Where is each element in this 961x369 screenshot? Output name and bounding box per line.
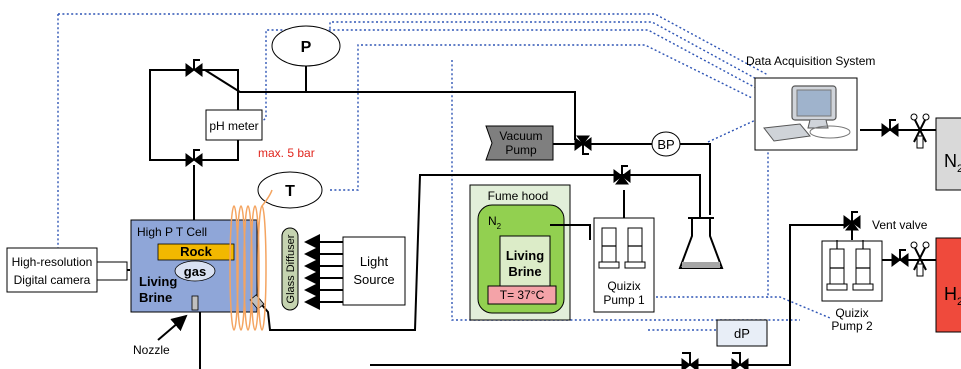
temp-setpoint-label: T= 37°C: [500, 288, 545, 302]
nozzle-label: Nozzle: [133, 343, 170, 357]
fume-hood: Fume hood N2 Living Brine T= 37°C: [469, 184, 591, 321]
incubator-n2-label: N: [488, 214, 497, 228]
daq-label: Data Acquisition System: [746, 54, 875, 68]
quizix2-label-1: Quizix: [835, 306, 868, 320]
signal-line-p: [329, 21, 763, 83]
signal-line-hood-loop: [451, 60, 800, 321]
valve-top-left[interactable]: [185, 59, 203, 77]
valves: [185, 59, 909, 369]
camera-label-1: High-resolution: [12, 255, 93, 269]
light-arrows: [304, 234, 343, 310]
gas-label: gas: [184, 264, 206, 279]
digital-camera[interactable]: High-resolution Digital camera: [6, 247, 128, 293]
regulator-n2[interactable]: [910, 113, 930, 149]
valve-bottom-1[interactable]: [681, 352, 699, 369]
max-pressure-label: max. 5 bar: [258, 146, 315, 160]
quizix2-label-2: Pump 2: [831, 319, 873, 333]
rock-label: Rock: [180, 244, 213, 259]
tube-bottom: [199, 224, 845, 369]
valve-bottom-2[interactable]: [731, 352, 749, 369]
cell-title: High P T Cell: [137, 225, 207, 239]
vacuum-pump-label-2: Pump: [505, 143, 537, 157]
tube-bp: [590, 143, 711, 215]
heating-coil: [229, 189, 273, 331]
vacuum-pump-label-1: Vacuum: [499, 129, 542, 143]
valve-n2[interactable]: [881, 119, 899, 137]
fume-hood-label: Fume hood: [488, 189, 549, 203]
incubator-brine-label-2: Brine: [508, 264, 541, 279]
light-source-label-1: Light: [360, 254, 389, 269]
temperature-sensor: T: [257, 171, 323, 209]
pressure-gauge: P: [271, 25, 341, 92]
bp-label: BP: [657, 137, 674, 152]
diffuser-label: Glass Diffuser: [285, 234, 297, 303]
regulator-h2[interactable]: [910, 241, 930, 277]
quizix1-label-2: Pump 1: [603, 293, 645, 307]
n2-cylinder-sub: 2: [957, 163, 961, 175]
h2-cylinder-sub: 2: [957, 296, 961, 308]
signal-line-top: [57, 13, 769, 248]
ph-meter: pH meter: [205, 109, 263, 141]
differential-pressure: dP: [716, 319, 768, 347]
collection-flask: [678, 217, 724, 269]
high-pt-cell: High P T Cell Rock gas Living Brine: [130, 219, 265, 313]
svg-text:H2: H2: [944, 284, 961, 308]
valve-vent[interactable]: [843, 211, 861, 231]
back-pressure-regulator[interactable]: BP: [651, 131, 681, 157]
light-source[interactable]: Light Source: [342, 236, 406, 306]
n2-cylinder: N2: [935, 117, 961, 191]
incubator-n2-sub: 2: [497, 222, 502, 231]
cell-brine-label-1: Living: [139, 274, 177, 289]
valve-vacuum[interactable]: [574, 135, 592, 155]
light-source-label-2: Source: [353, 272, 394, 287]
valve-h2[interactable]: [891, 249, 909, 267]
incubator-brine-label-1: Living: [506, 248, 544, 263]
cell-brine-label-2: Brine: [139, 290, 172, 305]
h2-cylinder: H2: [935, 237, 961, 333]
ph-meter-label: pH meter: [209, 119, 258, 133]
quizix1-label-1: Quizix: [607, 279, 640, 293]
valve-hood[interactable]: [613, 165, 631, 185]
quizix-pump-2[interactable]: Quizix Pump 2: [821, 240, 883, 333]
glass-diffuser: Glass Diffuser: [281, 227, 299, 311]
signal-line-bp: [707, 117, 761, 143]
svg-text:N2: N2: [944, 151, 961, 175]
tube-main: [204, 69, 576, 140]
tube-left-loop: [149, 69, 190, 161]
temperature-label: T: [285, 183, 295, 200]
valve-mid-left[interactable]: [185, 149, 203, 167]
n2-cylinder-label: N: [944, 151, 957, 171]
signal-line-quizix1: [656, 296, 831, 319]
nozzle-arrow: [157, 314, 188, 341]
data-acquisition-system[interactable]: [754, 77, 858, 151]
tube-cell-out: [261, 174, 610, 331]
signal-line-t: [330, 44, 753, 191]
h2-cylinder-label: H: [944, 284, 957, 304]
vent-valve-label: Vent valve: [872, 218, 928, 232]
dp-label: dP: [734, 326, 750, 341]
pressure-label: P: [301, 39, 312, 56]
svg-text:N2: N2: [488, 214, 502, 231]
camera-label-2: Digital camera: [14, 273, 91, 287]
quizix-pump-1[interactable]: Quizix Pump 1: [593, 217, 655, 313]
vacuum-pump[interactable]: Vacuum Pump: [485, 125, 554, 161]
